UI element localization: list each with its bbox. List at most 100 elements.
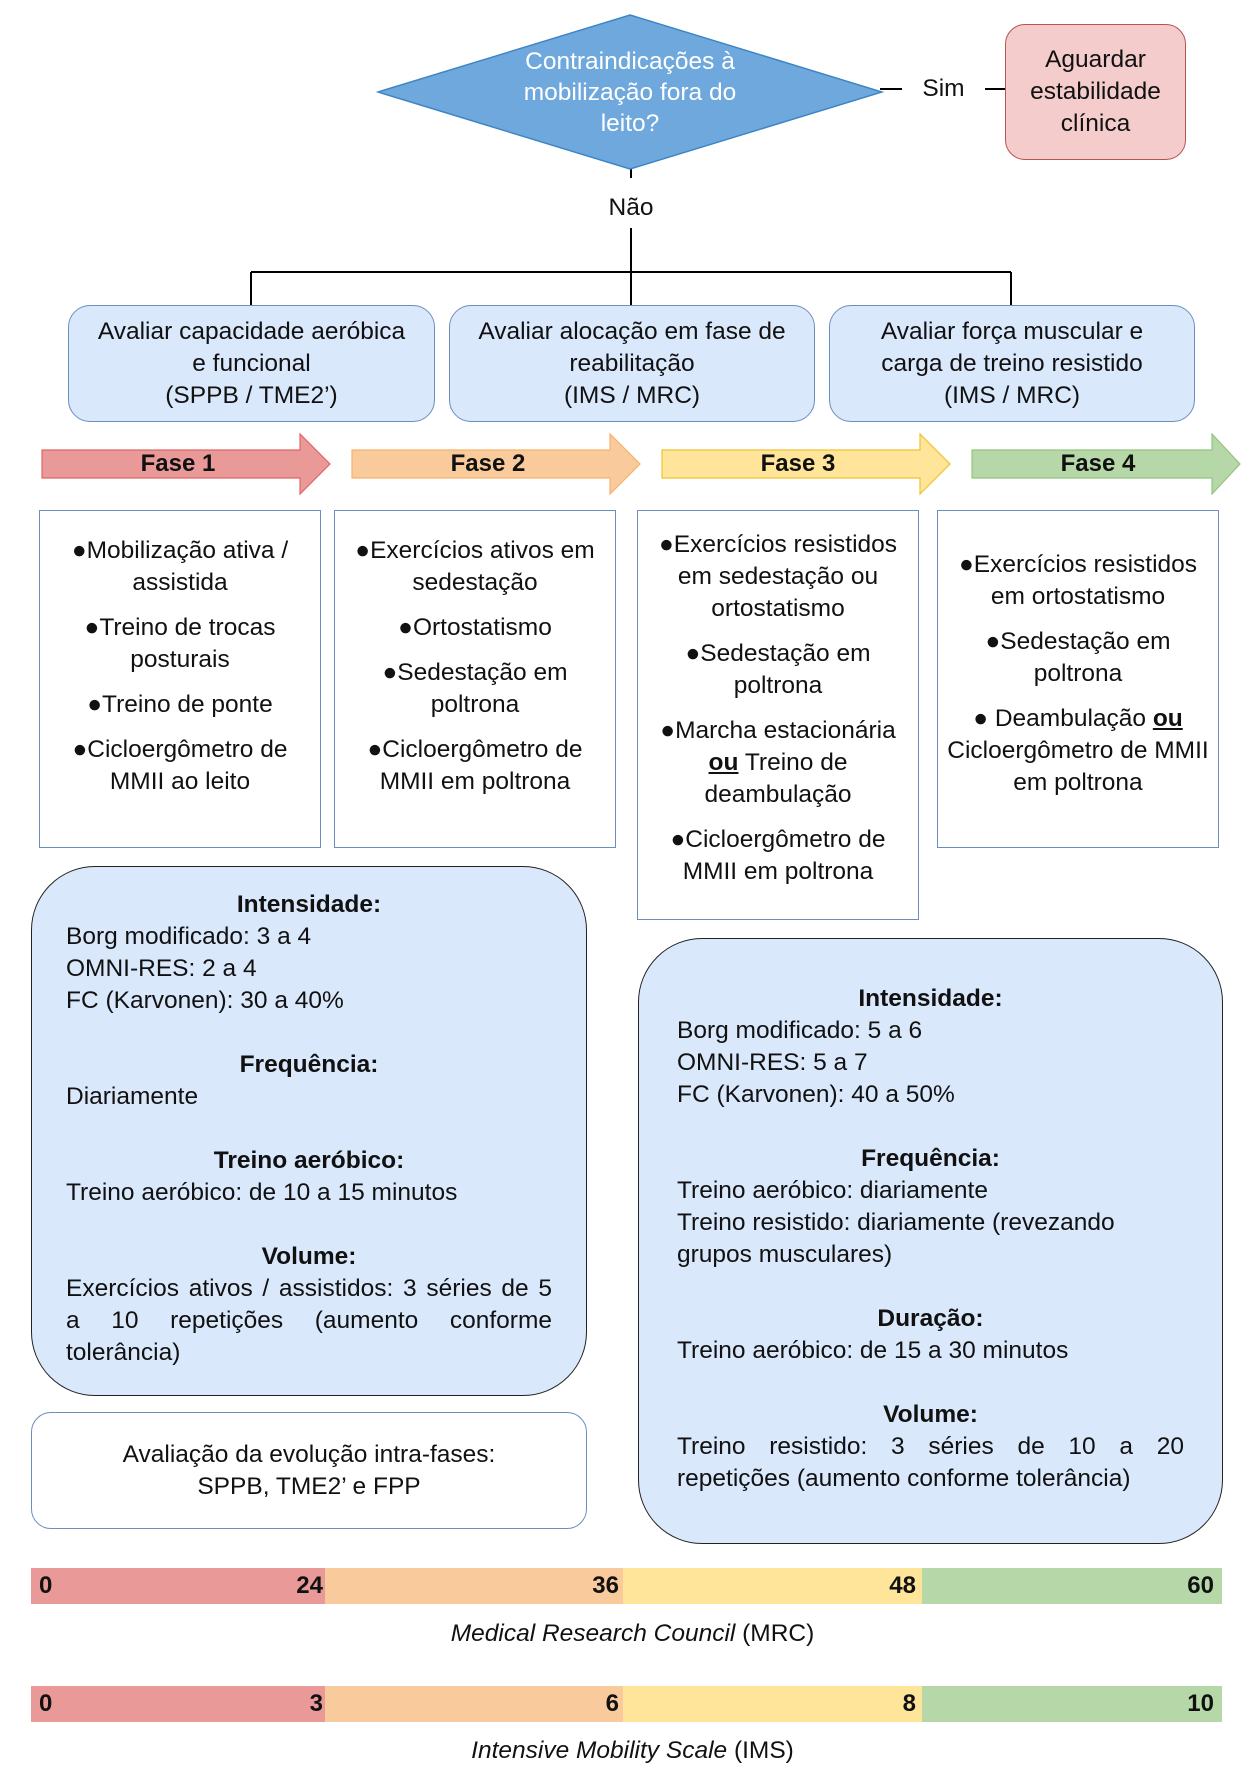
frequency-title: Frequência: — [861, 1145, 1000, 1172]
volume-title: Volume: — [261, 1243, 357, 1270]
mrc-scale-bar: 0 24 36 48 60 — [31, 1568, 1222, 1604]
list-item: ● Deambulação ou Cicloergômetro de MMII … — [944, 703, 1212, 799]
list-item-text: Treino de deambulação — [704, 749, 852, 808]
mrc-value-48: 48 — [889, 1572, 916, 1599]
ims-title-suffix: (IMS) — [727, 1737, 794, 1764]
frequency-aerobic: Treino aeróbico: diariamente — [677, 1177, 988, 1204]
ims-scale-title: Intensive Mobility Scale (IMS) — [300, 1737, 965, 1771]
list-item: ●Sedestação em poltrona — [685, 640, 871, 699]
list-item: ●Exercícios ativos em sedestação — [355, 537, 595, 596]
list-item: ●Exercícios resistidos em ortostatismo — [958, 551, 1198, 610]
frequency-title: Frequência: — [239, 1051, 379, 1078]
yes-label: Sim — [922, 75, 965, 102]
intensity-hr: FC (Karvonen): 40 a 50% — [677, 1081, 955, 1108]
evaluation-aerobic-line3: (SPPB / TME2’) — [165, 381, 338, 409]
phase-4-arrow — [971, 432, 1241, 496]
frequency-resisted: Treino resistido: diariamente (revezando… — [677, 1209, 1115, 1268]
phase-2-label: Fase 2 — [450, 450, 526, 477]
list-item-text: ●Marcha estacionária — [660, 717, 896, 744]
ims-value-8: 8 — [902, 1690, 916, 1717]
list-item: ●Treino de trocas posturais — [84, 614, 276, 673]
mrc-value-0: 0 — [39, 1572, 53, 1599]
wait-stability-box: Aguardar estabilidade clínica — [1005, 24, 1186, 160]
list-item: ●Sedestação em poltrona — [985, 628, 1171, 687]
intensity-hr: FC (Karvonen): 30 a 40% — [66, 987, 344, 1014]
aerobic-title: Treino aeróbico: — [213, 1147, 405, 1174]
mrc-value-36: 36 — [592, 1572, 619, 1599]
mrc-scale-title: Medical Research Council (MRC) — [300, 1620, 965, 1654]
phase-1-2-prescription: Intensidade: Borg modificado: 3 a 4 OMNI… — [31, 866, 587, 1396]
phase-1-arrow — [41, 432, 331, 496]
phase-3-arrow — [661, 432, 951, 496]
ims-scale-bar: 0 3 6 8 10 — [31, 1686, 1222, 1722]
ims-segment-3 — [623, 1686, 922, 1722]
ims-value-0: 0 — [39, 1690, 53, 1717]
list-item: ●Mobilização ativa / assistida — [71, 537, 289, 596]
mrc-title-italic: Medical Research Council — [450, 1620, 736, 1647]
intensity-title: Intensidade: — [858, 985, 1003, 1012]
phase-4-label: Fase 4 — [1060, 450, 1136, 477]
decision-question: Contraindicações à mobilização fora do l… — [523, 47, 737, 137]
no-label: Não — [608, 194, 654, 221]
phase-2-list: ●Exercícios ativos em sedestação ●Ortost… — [334, 510, 616, 848]
evaluation-strength-box: Avaliar força muscular e carga de treino… — [829, 305, 1195, 422]
mrc-segment-1 — [31, 1568, 325, 1604]
duration-value: Treino aeróbico: de 15 a 30 minutos — [677, 1337, 1069, 1364]
volume-value: Exercícios ativos / assistidos: 3 séries… — [66, 1275, 552, 1366]
mrc-segment-2 — [325, 1568, 623, 1604]
intensity-omni: OMNI-RES: 5 a 7 — [677, 1049, 868, 1076]
ims-segment-4 — [922, 1686, 1222, 1722]
evaluation-aerobic-box: Avaliar capacidade aeróbica e funcional … — [68, 305, 435, 422]
phase-arrows — [41, 432, 1241, 496]
connector-lines — [250, 88, 1012, 305]
evaluation-phase-line2: reabilitação — [569, 349, 695, 377]
list-item: ●Cicloergômetro de MMII ao leito — [72, 736, 288, 795]
evaluation-strength-line1: Avaliar força muscular e — [880, 317, 1144, 345]
ims-segment-1 — [31, 1686, 325, 1722]
intensity-title: Intensidade: — [236, 891, 382, 918]
phase-1-list: ●Mobilização ativa / assistida ●Treino d… — [39, 510, 321, 848]
phase-3-list: ●Exercícios resistidos em sedestação ou … — [637, 510, 919, 920]
evolution-tests: SPPB, TME2’ e FPP — [197, 1472, 421, 1500]
intensity-omni: OMNI-RES: 2 a 4 — [66, 955, 257, 982]
evaluation-aerobic-line1: Avaliar capacidade aeróbica — [97, 317, 406, 345]
phase-3-4-prescription: Intensidade: Borg modificado: 5 a 6 OMNI… — [638, 938, 1223, 1544]
evolution-assessment-box: Avaliação da evolução intra-fases: SPPB,… — [31, 1412, 587, 1529]
ims-value-6: 6 — [605, 1690, 619, 1717]
ims-segment-2 — [325, 1686, 623, 1722]
list-item: ●Cicloergômetro de MMII em poltrona — [367, 736, 583, 795]
evaluation-phase-box: Avaliar alocação em fase de reabilitação… — [449, 305, 815, 422]
evaluation-aerobic-line2: e funcional — [192, 349, 311, 377]
evaluation-strength-line3: (IMS / MRC) — [943, 381, 1081, 409]
ims-value-3: 3 — [309, 1690, 323, 1717]
evolution-title: Avaliação da evolução intra-fases: — [122, 1440, 496, 1468]
phase-4-list: ●Exercícios resistidos em ortostatismo ●… — [937, 510, 1219, 848]
mrc-value-60: 60 — [1187, 1572, 1214, 1599]
mrc-segment-3 — [623, 1568, 922, 1604]
aerobic-value: Treino aeróbico: de 10 a 15 minutos — [66, 1179, 458, 1206]
or-keyword: ou — [1152, 705, 1183, 732]
volume-title: Volume: — [883, 1401, 978, 1428]
phase-2-arrow — [351, 432, 641, 496]
volume-value: Treino resistido: 3 séries de 10 a 20 re… — [677, 1433, 1184, 1492]
list-item-text: Cicloergômetro de MMII em poltrona — [947, 737, 1209, 796]
list-item-text: ● Deambulação — [973, 705, 1153, 732]
ims-value-10: 10 — [1187, 1690, 1214, 1717]
or-keyword: ou — [708, 749, 739, 776]
intensity-borg: Borg modificado: 5 a 6 — [677, 1017, 923, 1044]
list-item: ●Treino de ponte — [87, 691, 273, 718]
list-item: ●Exercícios resistidos em sedestação ou … — [658, 531, 898, 622]
duration-title: Duração: — [877, 1305, 984, 1332]
decision-diamond — [376, 14, 884, 170]
list-item: ●Cicloergômetro de MMII em poltrona — [670, 826, 886, 885]
mrc-value-24: 24 — [296, 1572, 323, 1599]
mrc-title-suffix: (MRC) — [735, 1620, 815, 1647]
evaluation-strength-line2: carga de treino resistido — [881, 349, 1143, 377]
list-item: ●Ortostatismo — [398, 614, 552, 641]
evaluation-phase-line1: Avaliar alocação em fase de — [478, 317, 786, 345]
list-item: ●Marcha estacionária ou Treino de deambul… — [644, 715, 912, 811]
evaluation-phase-line3: (IMS / MRC) — [563, 381, 701, 409]
mrc-segment-4 — [922, 1568, 1222, 1604]
ims-title-italic: Intensive Mobility Scale — [471, 1737, 728, 1764]
phase-3-label: Fase 3 — [760, 450, 836, 477]
